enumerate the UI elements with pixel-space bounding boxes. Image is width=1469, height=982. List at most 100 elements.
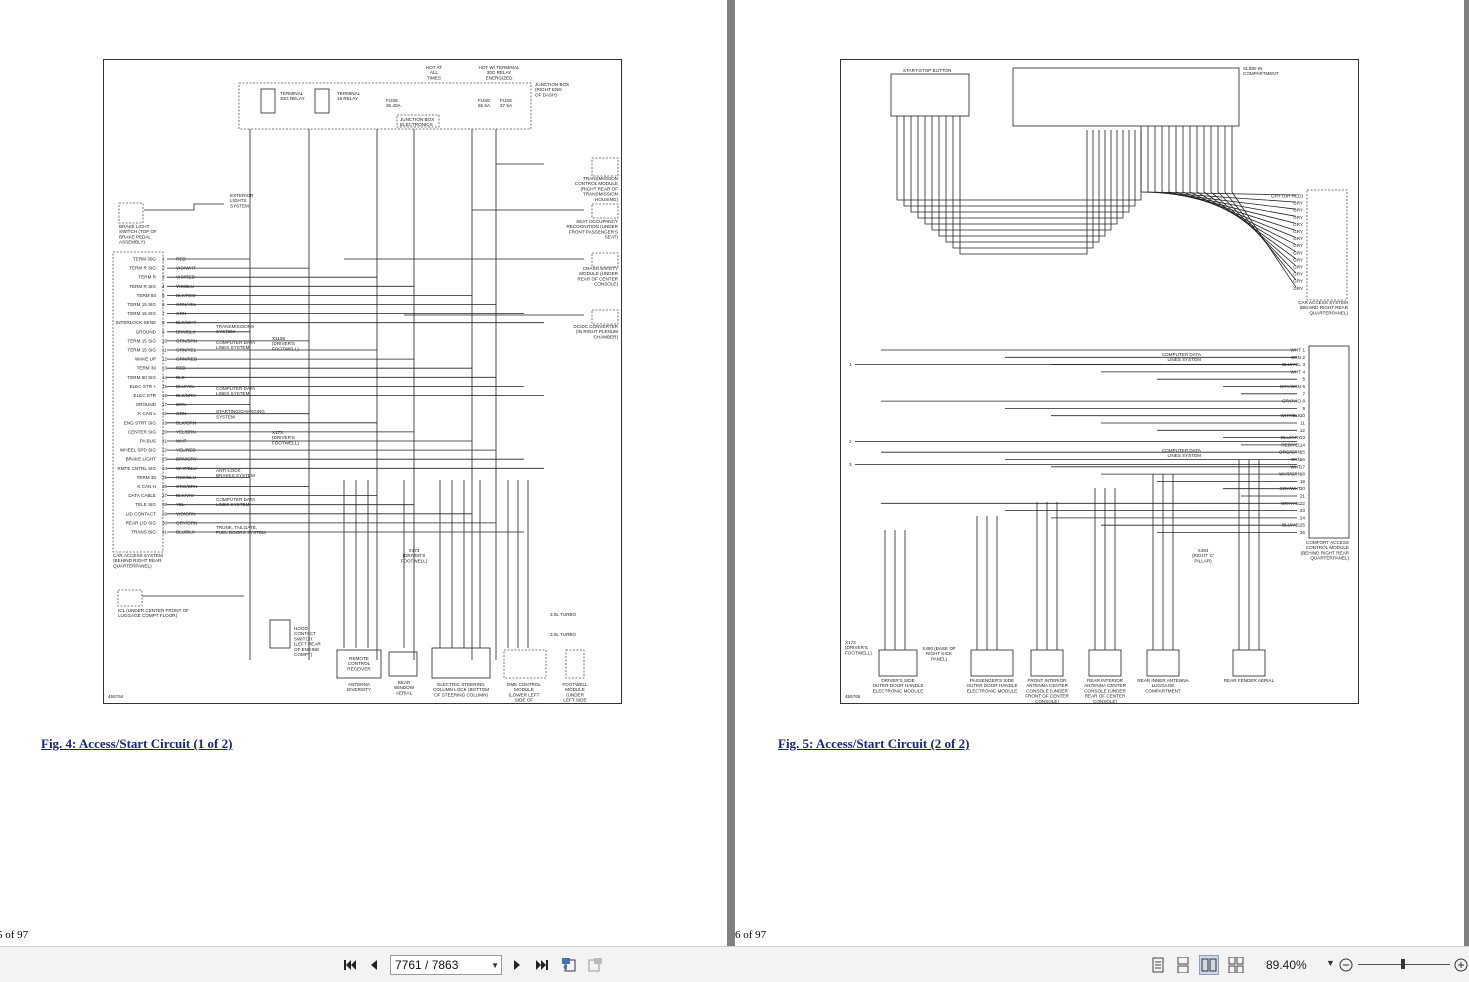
junction-box-electronics-box bbox=[396, 114, 440, 128]
pin-number-31: 31 bbox=[162, 530, 168, 535]
pin-label-9: GROUND bbox=[136, 329, 157, 334]
dcdc-connector bbox=[591, 309, 619, 325]
car-access-wire-label-6: GRY bbox=[1293, 229, 1303, 234]
two-page-continuous-icon bbox=[1228, 957, 1244, 973]
comfort-pin-11: 11 bbox=[1300, 421, 1305, 426]
comfort-pin-9: 9 bbox=[1302, 406, 1305, 411]
car-access-wire-label-9: GRY bbox=[1293, 250, 1303, 255]
comfort-pin-14: 14 bbox=[1300, 442, 1306, 447]
slide-in-wire-5 bbox=[1168, 126, 1297, 224]
first-page-icon bbox=[344, 960, 356, 970]
previous-view-icon bbox=[562, 958, 576, 972]
pin-label-3: TERM R bbox=[138, 275, 156, 280]
figure-code-fig5: 455765 bbox=[845, 694, 861, 699]
comfort-access-module-box bbox=[1308, 345, 1350, 539]
pin-label-16: ELEC STR bbox=[134, 393, 157, 398]
tcm-connector bbox=[591, 157, 619, 177]
previous-page-button[interactable] bbox=[364, 955, 384, 975]
single-page-view-button[interactable] bbox=[1148, 955, 1168, 975]
next-view-icon bbox=[588, 958, 602, 972]
start-stop-button-box bbox=[890, 73, 970, 117]
label-turbo-b: 3.0L TURBO bbox=[550, 632, 576, 637]
pin-number-14: 14 bbox=[162, 375, 168, 380]
comfort-pin-1: 1 bbox=[1302, 348, 1305, 353]
label-rear-fender-aerial: REAR FENDER AERIAL bbox=[1224, 678, 1275, 683]
comfort-pin-19: 19 bbox=[1300, 479, 1306, 484]
comfort-pin-12: 12 bbox=[1300, 428, 1306, 433]
continuous-page-icon bbox=[1177, 957, 1189, 973]
last-page-icon bbox=[536, 960, 548, 970]
start-stop-wire-6 bbox=[931, 116, 1112, 231]
comfort-pin-2: 2 bbox=[1302, 355, 1305, 360]
next-page-icon bbox=[514, 960, 520, 970]
two-page-view-button[interactable] bbox=[1199, 955, 1219, 975]
pin-label-28: TELE SIG bbox=[135, 502, 156, 507]
pin-label-26: K CAN H bbox=[137, 484, 156, 489]
pin-number-22: 22 bbox=[162, 448, 168, 453]
module-box-rear-inner-antenna bbox=[1146, 649, 1180, 677]
zoom-slider-thumb[interactable] bbox=[1401, 959, 1405, 969]
pin-number-28: 28 bbox=[162, 502, 168, 507]
go-back-view-button[interactable] bbox=[559, 955, 579, 975]
continuous-view-button[interactable] bbox=[1173, 955, 1193, 975]
pin-label-31: TRANS SIG bbox=[131, 530, 156, 535]
comfort-pin-8: 8 bbox=[1302, 399, 1305, 404]
page-number-input[interactable] bbox=[391, 956, 485, 974]
zoom-level-value[interactable]: 89.40% bbox=[1266, 958, 1307, 972]
brake-light-switch-box bbox=[118, 202, 144, 224]
last-page-button[interactable] bbox=[532, 955, 552, 975]
zoom-out-icon bbox=[1339, 958, 1353, 972]
comfort-pin-5: 5 bbox=[1302, 377, 1305, 382]
two-page-continuous-view-button[interactable] bbox=[1226, 955, 1246, 975]
zoom-in-button[interactable] bbox=[1451, 955, 1469, 975]
pin-number-12: 12 bbox=[162, 357, 168, 362]
zoom-out-button[interactable] bbox=[1336, 955, 1356, 975]
left-connector-3: 3 bbox=[849, 462, 852, 467]
pin-number-13: 13 bbox=[162, 366, 168, 371]
page-number-field[interactable]: ▼ bbox=[390, 955, 502, 975]
next-page-button[interactable] bbox=[507, 955, 527, 975]
car-access-wire-label-8: GRY bbox=[1293, 243, 1303, 248]
car-access-wire-label-10: GRY bbox=[1293, 257, 1303, 262]
seat-occupancy-connector bbox=[591, 203, 619, 219]
figure-caption-fig5[interactable]: Fig. 5: Access/Start Circuit (2 of 2) bbox=[778, 736, 970, 751]
pin-label-23: BRAKE LIGHT bbox=[126, 457, 157, 462]
car-access-wire-label-2: GRY bbox=[1293, 201, 1303, 206]
car-access-wire-label-14: GRY bbox=[1293, 286, 1303, 291]
car-access-system-connector bbox=[1306, 189, 1348, 301]
comfort-pin-17: 17 bbox=[1300, 464, 1306, 469]
zoom-slider[interactable] bbox=[1358, 956, 1450, 972]
start-stop-wire-3 bbox=[910, 116, 1130, 213]
viewer-toolbar: ▼ 89.40% ▼ bbox=[0, 946, 1469, 982]
page-dropdown-icon[interactable]: ▼ bbox=[491, 961, 499, 970]
figure-caption-fig4[interactable]: Fig. 4: Access/Start Circuit (1 of 2) bbox=[41, 736, 233, 751]
first-page-button[interactable] bbox=[340, 955, 360, 975]
pin-label-20: CENTER SIG bbox=[128, 429, 157, 434]
go-forward-view-button[interactable] bbox=[585, 955, 605, 975]
pin-number-27: 27 bbox=[162, 493, 168, 498]
crash-safety-connector bbox=[591, 252, 619, 268]
module-box-pass-door-handle bbox=[970, 649, 1014, 677]
comfort-pin-24: 24 bbox=[1300, 515, 1306, 520]
pin-number-16: 16 bbox=[162, 393, 168, 398]
start-stop-wire-9 bbox=[952, 116, 1094, 249]
zoom-dropdown-icon[interactable]: ▼ bbox=[1326, 958, 1335, 968]
